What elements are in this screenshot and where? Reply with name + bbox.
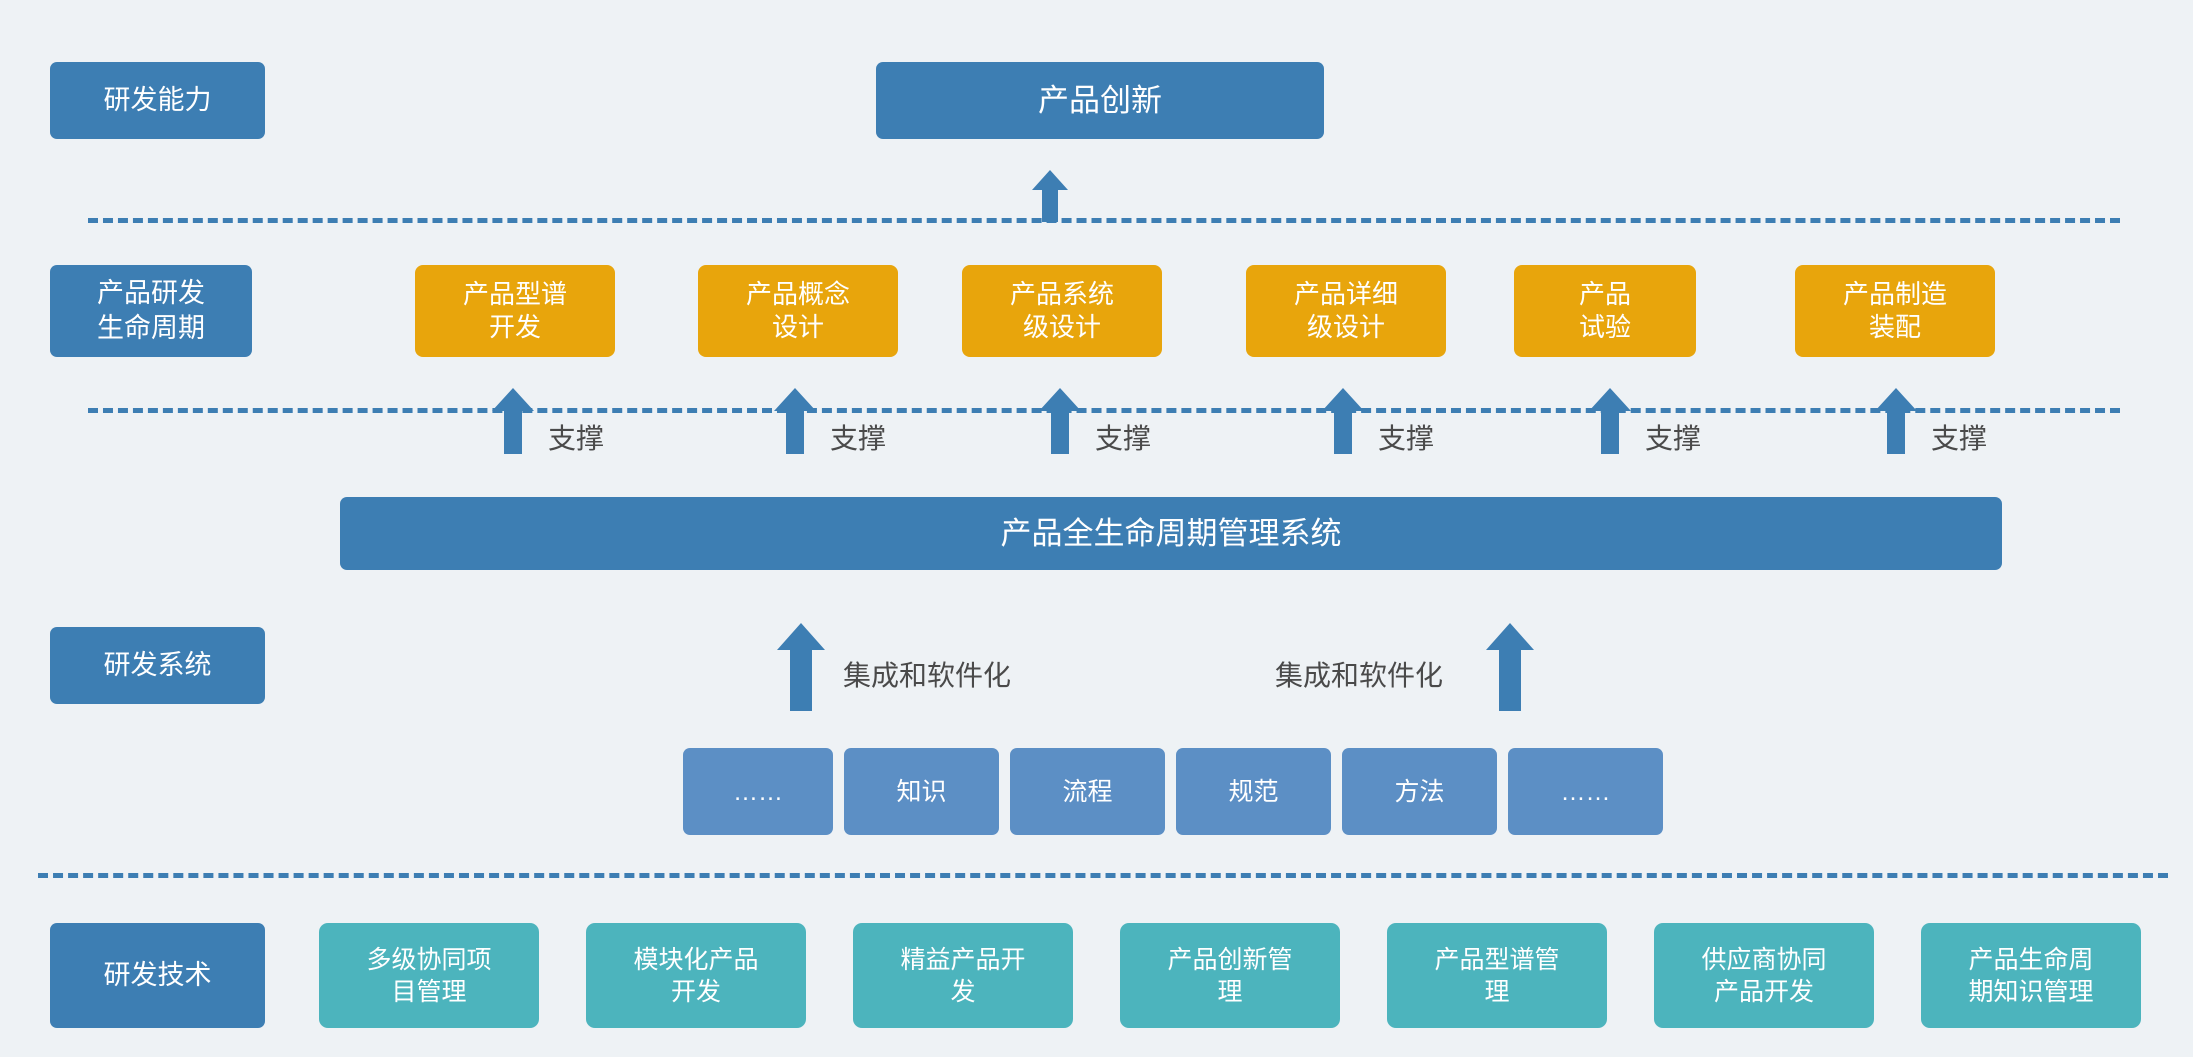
arrow-up-support-3 <box>1320 388 1366 454</box>
technology-box-5: 供应商协同 产品开发 <box>1654 923 1874 1028</box>
divider-lifecycle-system <box>88 408 2120 413</box>
arrow-up-support-4 <box>1587 388 1633 454</box>
technology-box-0: 多级协同项 目管理 <box>319 923 539 1028</box>
support-label-5: 支撑 <box>1931 423 1988 454</box>
integration-label-left: 集成和软件化 <box>843 660 1012 691</box>
arrow-up-support-5 <box>1873 388 1919 454</box>
knowledge-chip-0: …… <box>683 748 833 835</box>
technology-box-2: 精益产品开 发 <box>853 923 1073 1028</box>
divider-capability-lifecycle <box>88 218 2120 223</box>
arrow-up-integration-left <box>774 623 828 711</box>
row-label-system: 研发系统 <box>50 627 265 704</box>
technology-box-3: 产品创新管 理 <box>1120 923 1340 1028</box>
knowledge-chip-2: 流程 <box>1010 748 1165 835</box>
lifecycle-stage-3: 产品详细 级设计 <box>1246 265 1446 357</box>
knowledge-chip-3: 规范 <box>1176 748 1331 835</box>
lifecycle-stage-2: 产品系统 级设计 <box>962 265 1162 357</box>
arrow-up-support-0 <box>490 388 536 454</box>
arrow-up-support-1 <box>772 388 818 454</box>
row-label-capability: 研发能力 <box>50 62 265 139</box>
row-label-technology: 研发技术 <box>50 923 265 1028</box>
integration-label-right: 集成和软件化 <box>1275 660 1444 691</box>
row-label-lifecycle: 产品研发 生命周期 <box>50 265 252 357</box>
plm-system-band: 产品全生命周期管理系统 <box>340 497 2002 570</box>
support-label-4: 支撑 <box>1645 423 1702 454</box>
product-innovation-box: 产品创新 <box>876 62 1324 139</box>
support-label-3: 支撑 <box>1378 423 1435 454</box>
arrow-up-innovation <box>1030 170 1070 222</box>
support-label-1: 支撑 <box>830 423 887 454</box>
technology-box-4: 产品型谱管 理 <box>1387 923 1607 1028</box>
lifecycle-stage-4: 产品 试验 <box>1514 265 1696 357</box>
knowledge-chip-1: 知识 <box>844 748 999 835</box>
technology-box-6: 产品生命周 期知识管理 <box>1921 923 2141 1028</box>
knowledge-chip-5: …… <box>1508 748 1663 835</box>
arrow-up-support-2 <box>1037 388 1083 454</box>
support-label-2: 支撑 <box>1095 423 1152 454</box>
arrow-up-integration-right <box>1483 623 1537 711</box>
knowledge-chip-4: 方法 <box>1342 748 1497 835</box>
divider-system-technology <box>38 873 2168 878</box>
support-label-0: 支撑 <box>548 423 605 454</box>
lifecycle-stage-0: 产品型谱 开发 <box>415 265 615 357</box>
technology-box-1: 模块化产品 开发 <box>586 923 806 1028</box>
lifecycle-stage-1: 产品概念 设计 <box>698 265 898 357</box>
lifecycle-stage-5: 产品制造 装配 <box>1795 265 1995 357</box>
